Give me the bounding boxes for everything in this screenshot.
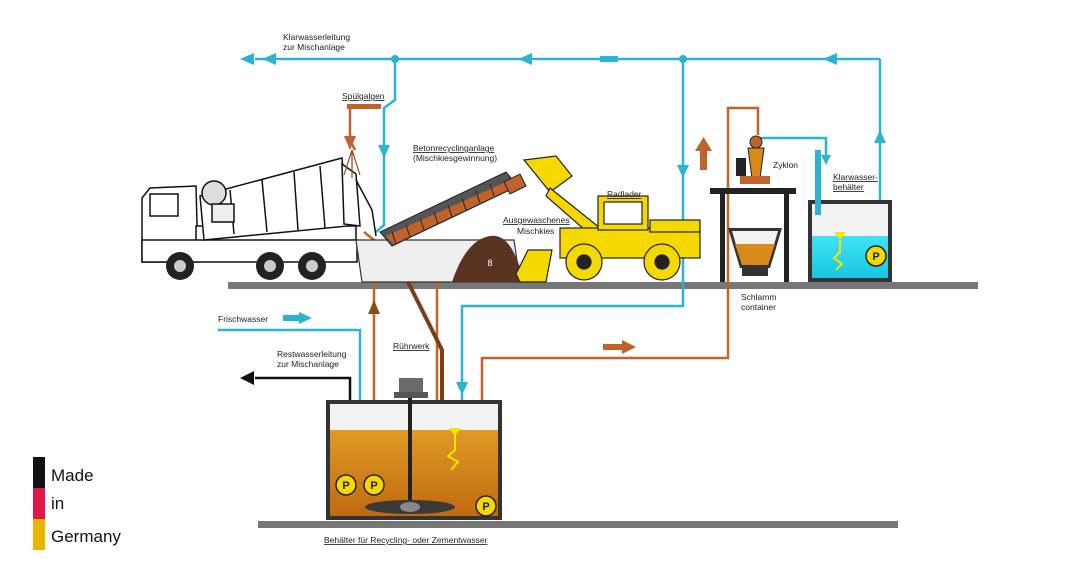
badge-line-in: in [51,494,64,513]
lower-ground-line [258,521,898,528]
label-radlader: Radlader [607,189,642,199]
label-klarwasser-top-2: zur Mischanlage [283,42,345,52]
label-klarbeh-2: behälter [833,182,864,192]
label-rest-2: zur Mischanlage [277,359,339,369]
label-zyklon: Zyklon [773,160,798,170]
mixer-truck-wheels [166,252,326,280]
label-spuelgalgen: Spülgalgen [342,91,385,101]
label-frischwasser: Frischwasser [218,314,268,324]
label-schlamm-1: Schlamm [741,292,776,302]
gravel-pile: 8 [452,235,524,282]
label-beton-2: (Mischkiesgewinnung) [413,153,497,163]
flag-gold-stripe [33,519,45,550]
screw-threads [391,183,495,245]
label-klarwasser-top-1: Klarwasserleitung [283,32,350,42]
clear-water-down-to-pit [460,59,685,420]
zyklon-separator [736,135,770,184]
spuelgalgen-head [347,104,381,109]
sludge-arrow-zyklon [695,137,712,170]
level-indicator-tank [446,432,460,471]
zyklon-stand [710,188,796,282]
clear-water-arrows [240,53,886,395]
badge-line-made: Made [51,466,94,485]
label-mischkies-1: Ausgewaschenes [503,215,570,225]
level-indicator-clear [832,240,844,271]
badge-line-germany: Germany [51,527,121,546]
clear-water-pipes [218,57,882,470]
flag-red-stripe [33,488,45,519]
label-rest-1: Restwasserleitung [277,349,347,359]
svg-text:8: 8 [487,258,492,268]
pump-main-3: P [475,495,497,517]
wheel-loader [515,155,701,283]
sludge-arrow-up [368,300,380,314]
label-ruehrwerk: Rührwerk [393,341,430,351]
clear-water-junction-2 [679,55,687,63]
upper-ground-line [228,282,978,289]
svg-text:P: P [370,480,377,492]
ruehrwerk-stirrer [365,378,455,514]
spuelgalgen-nozzle [343,149,361,178]
frischwasser-arrow [283,312,312,324]
svg-text:P: P [482,501,489,513]
label-klarbeh-1: Klarwasser- [833,172,878,182]
sludge-arrow-right [603,340,636,354]
made-in-germany-badge: Made in Germany [33,457,121,550]
label-schlamm-2: container [741,302,776,312]
clear-water-junction-1 [391,55,399,63]
sludge-to-zyklon [480,106,760,470]
flag-black-stripe [33,457,45,488]
rest-water-arrow [240,371,254,385]
sludge-arrow-spuelgalgen [344,136,356,150]
svg-text:P: P [872,251,879,263]
level-indicator-tank-head [449,428,461,436]
svg-text:P: P [342,480,349,492]
zyklon-clear-water-line [760,136,828,155]
label-behaelter: Behälter für Recycling- oder Zementwasse… [324,535,488,545]
label-mischkies-2: Mischkies [517,226,554,236]
mixer-truck [141,157,377,263]
pump-main-1: P [335,474,357,496]
level-indicator-clear-head [834,232,846,240]
recycling-tank [326,400,502,520]
clear-water-to-spuelgalgen [375,59,397,233]
pump-main-2: P [363,474,385,496]
brown-feed-line [396,261,444,420]
label-beton-1: Betonrecyclinganlage [413,143,495,153]
pump-clear-tank: P [865,245,887,267]
